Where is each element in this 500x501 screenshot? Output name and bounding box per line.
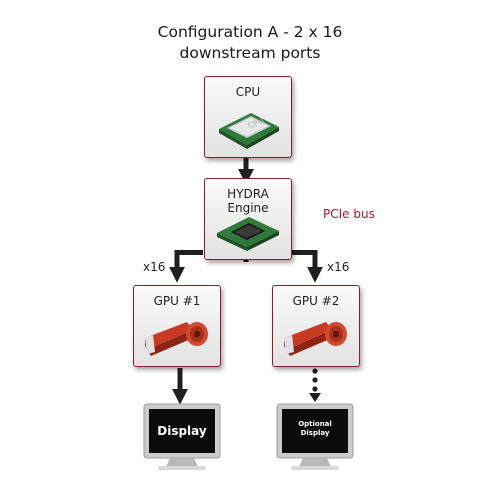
- display-right-label-line-1: Optional: [298, 420, 332, 428]
- gpu1-node: GPU #1: [133, 285, 221, 367]
- monitor-icon: [276, 403, 354, 470]
- graphics-card-icon: [284, 322, 347, 356]
- gpu2-node: GPU #2: [272, 285, 360, 367]
- hydra-engine-label: HYDRA Engine: [227, 187, 269, 215]
- gpu1-label: GPU #1: [153, 294, 201, 308]
- title-line-2: downstream ports: [179, 44, 321, 62]
- lane-label-right: x16: [327, 260, 350, 274]
- cpu-chip-icon: CPU: [219, 113, 279, 149]
- pcie-bus-label: PCIe bus: [323, 207, 375, 221]
- hydra-chip-icon: [217, 217, 279, 251]
- display-right-label-line-2: Display: [300, 429, 330, 437]
- lane-label-left: x16: [143, 260, 166, 274]
- title-line-1: Configuration A - 2 x 16: [157, 23, 343, 41]
- hydra-engine-node: HYDRA Engine: [204, 178, 292, 260]
- dotted-arrow-gpu2-to-optional-display: [309, 368, 321, 402]
- diagram-title: Configuration A - 2 x 16 downstream port…: [0, 22, 500, 64]
- cpu-node: CPU CPU: [204, 76, 292, 158]
- gpu2-label: GPU #2: [292, 294, 340, 308]
- graphics-card-icon: [145, 322, 208, 356]
- display-left: Display: [142, 402, 222, 472]
- display-left-label: Display: [157, 424, 207, 438]
- arrow-hydra-to-gpu2: [289, 250, 324, 283]
- monitor-icon: [143, 403, 221, 470]
- display-right-optional: Optional Display: [275, 402, 355, 472]
- display-right-label: Optional Display: [275, 420, 355, 438]
- cpu-label: CPU: [235, 85, 261, 99]
